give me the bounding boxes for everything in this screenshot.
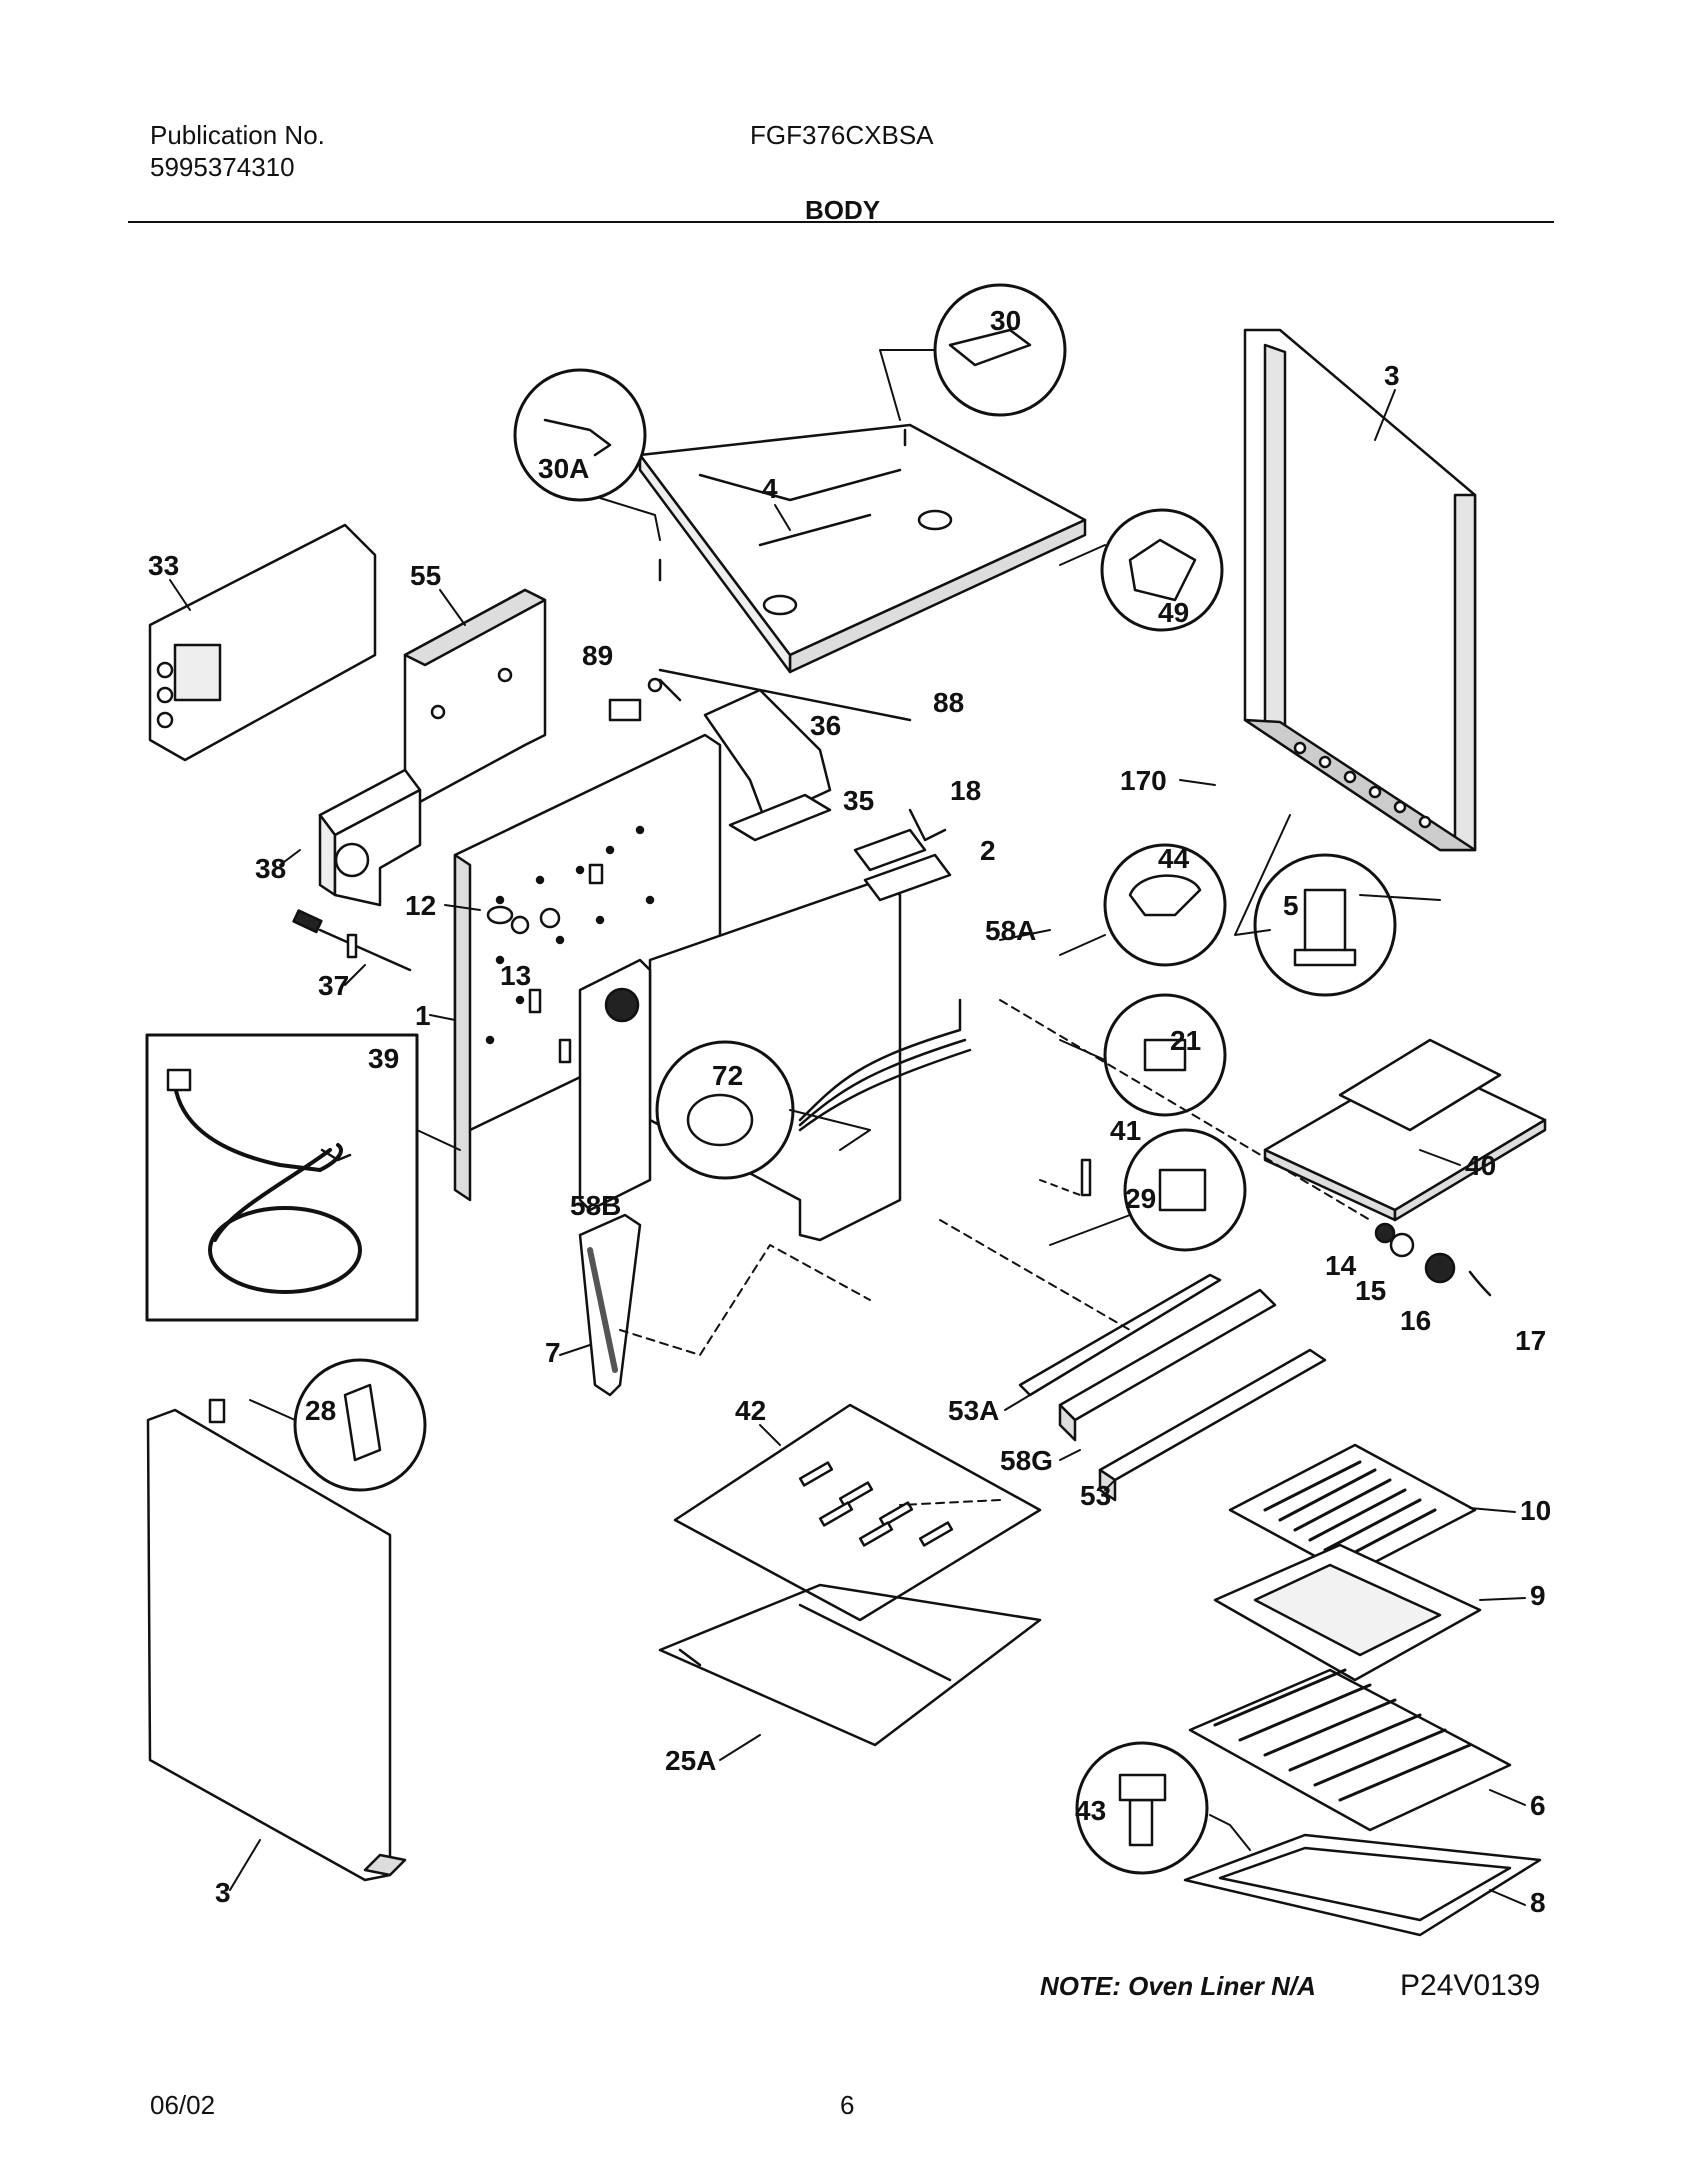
label-leaders [169, 389, 1526, 1906]
part-label-14: 14 [1325, 1250, 1357, 1281]
part-label-55: 55 [410, 560, 441, 591]
part-label-13: 13 [500, 960, 531, 991]
oven-bottom-part [673, 1403, 1042, 1622]
part-label-15: 15 [1355, 1275, 1386, 1306]
part-label-8: 8 [1530, 1887, 1546, 1918]
part-label-4: 4 [762, 473, 778, 504]
callout-label-49: 49 [1158, 597, 1189, 628]
part-label-53: 53 [1080, 1480, 1111, 1511]
back-panel-part [148, 523, 377, 762]
part-label-53A: 53A [948, 1395, 999, 1426]
door-hinge-part [578, 1213, 642, 1397]
part-label-36: 36 [810, 710, 841, 741]
part-label-40: 40 [1465, 1150, 1496, 1181]
part-label-88: 88 [933, 687, 964, 718]
footer-page-number: 6 [840, 2090, 855, 2120]
callout-label-72: 72 [712, 1060, 743, 1091]
left-side-panel-part [146, 1398, 407, 1882]
callout-label-5: 5 [1283, 890, 1299, 921]
publication-number: 5995374310 [150, 152, 295, 182]
model-number: FGF376CXBSA [750, 120, 934, 150]
publication-label: Publication No. [150, 120, 325, 150]
part-label-38: 38 [255, 853, 286, 884]
note-text: NOTE: Oven Liner N/A [1040, 1971, 1316, 2001]
power-cord-box [145, 1033, 419, 1322]
part-label-7: 7 [545, 1337, 561, 1368]
part-label-42: 42 [735, 1395, 766, 1426]
part-label-41: 41 [1110, 1115, 1141, 1146]
callout-label-29: 29 [1125, 1183, 1156, 1214]
leader-lines [249, 349, 1441, 1851]
harness-clip-part [292, 909, 412, 972]
callout-contents [343, 328, 1357, 1847]
callout-label-30: 30 [990, 305, 1021, 336]
callout-label-44: 44 [1158, 843, 1190, 874]
part-labels: 30 30A 49 44 21 5 72 29 28 43 39 3 4 33 … [148, 305, 1551, 1918]
part-label-3-right: 3 [1384, 360, 1400, 391]
part-label-58B: 58B [570, 1190, 621, 1221]
oven-components-part [608, 668, 952, 902]
footer-date: 06/02 [150, 2090, 216, 2120]
part-label-58A: 58A [985, 915, 1036, 946]
callout-label-39: 39 [368, 1043, 399, 1074]
part-label-170: 170 [1120, 765, 1167, 796]
part-label-35: 35 [843, 785, 874, 816]
broiler-pan-part [1213, 1543, 1482, 1682]
part-label-18: 18 [950, 775, 981, 806]
part-label-37: 37 [318, 970, 349, 1001]
part-label-25A: 25A [665, 1745, 716, 1776]
callout-label-43: 43 [1075, 1795, 1106, 1826]
valve-parts [486, 905, 561, 935]
insulation-panel-part [318, 588, 547, 907]
lamp-parts [1374, 1222, 1492, 1297]
callout-label-21: 21 [1170, 1025, 1201, 1056]
part-label-2: 2 [980, 835, 996, 866]
clip-parts [1080, 1158, 1092, 1197]
part-label-58G: 58G [1000, 1445, 1053, 1476]
part-label-89: 89 [582, 640, 613, 671]
header-rule [128, 221, 1554, 223]
drawing-code: P24V0139 [1400, 1969, 1540, 2002]
callout-label-28: 28 [305, 1395, 336, 1426]
broiler-tray-part [1263, 1038, 1547, 1222]
section-title: BODY [805, 195, 881, 225]
part-label-16: 16 [1400, 1305, 1431, 1336]
part-label-9: 9 [1530, 1580, 1546, 1611]
top-panel-part [638, 423, 1087, 674]
part-label-17: 17 [1515, 1325, 1546, 1356]
part-label-1: 1 [415, 1000, 431, 1031]
oven-rack-lower-part [1183, 1833, 1542, 1937]
part-label-10: 10 [1520, 1495, 1551, 1526]
part-label-6: 6 [1530, 1790, 1546, 1821]
part-label-33: 33 [148, 550, 179, 581]
right-side-panel-part [1243, 328, 1477, 852]
callout-label-30A: 30A [538, 453, 589, 484]
bottom-frame-part [658, 1583, 1042, 1747]
rails-part [1018, 1273, 1327, 1502]
oven-rack-part [1188, 1668, 1512, 1832]
part-label-12: 12 [405, 890, 436, 921]
part-label-3-left: 3 [215, 1877, 231, 1908]
